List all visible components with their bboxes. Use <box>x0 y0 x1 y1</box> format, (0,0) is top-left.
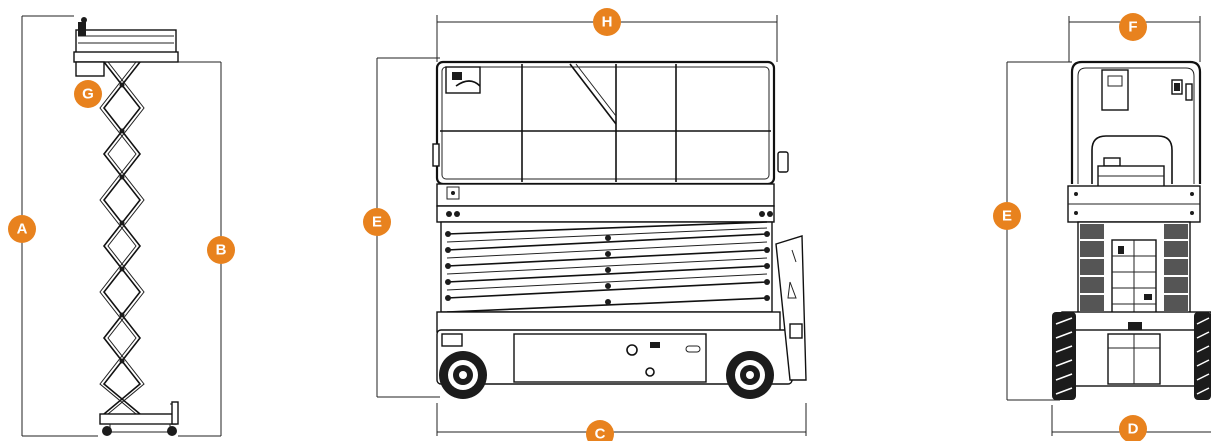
dimension-line-c <box>436 403 807 436</box>
badge-b-label: B <box>216 242 227 259</box>
badge-e-front-label: E <box>372 214 382 231</box>
rear-view: F E D <box>993 13 1211 441</box>
badge-c-label: C <box>595 426 606 441</box>
dimension-line-e-rear <box>1006 61 1072 401</box>
badge-f-label: F <box>1128 19 1137 36</box>
rear-wheel-left <box>1052 312 1076 400</box>
rear-railing <box>1070 60 1202 203</box>
front-wheel-left <box>439 351 487 399</box>
front-scissor-arms <box>440 221 773 313</box>
badge-g: G <box>74 80 102 108</box>
badge-h-label: H <box>602 14 613 31</box>
front-railing <box>432 60 789 186</box>
badge-g-label: G <box>82 86 94 103</box>
badge-h: H <box>593 8 621 36</box>
badge-c: C <box>586 420 614 441</box>
badge-e-rear: E <box>993 202 1021 230</box>
badge-a-label: A <box>17 221 28 238</box>
rear-chassis <box>1061 311 1211 387</box>
side-view: A B G <box>8 15 235 437</box>
front-platform-deck <box>436 183 775 223</box>
badge-a: A <box>8 215 36 243</box>
rear-wheel-right <box>1194 312 1211 400</box>
side-scissor-stack <box>99 61 145 415</box>
front-wheel-right <box>726 351 774 399</box>
badge-d-label: D <box>1128 421 1139 438</box>
badge-e-front: E <box>363 208 391 236</box>
front-view: H E C <box>363 8 807 441</box>
side-platform <box>73 17 179 77</box>
badge-d: D <box>1119 415 1147 441</box>
badge-b: B <box>207 236 235 264</box>
badge-f: F <box>1119 13 1147 41</box>
side-base <box>99 401 179 436</box>
rear-platform <box>1067 185 1201 223</box>
badge-e-rear-label: E <box>1002 208 1012 225</box>
front-chassis <box>436 235 807 385</box>
